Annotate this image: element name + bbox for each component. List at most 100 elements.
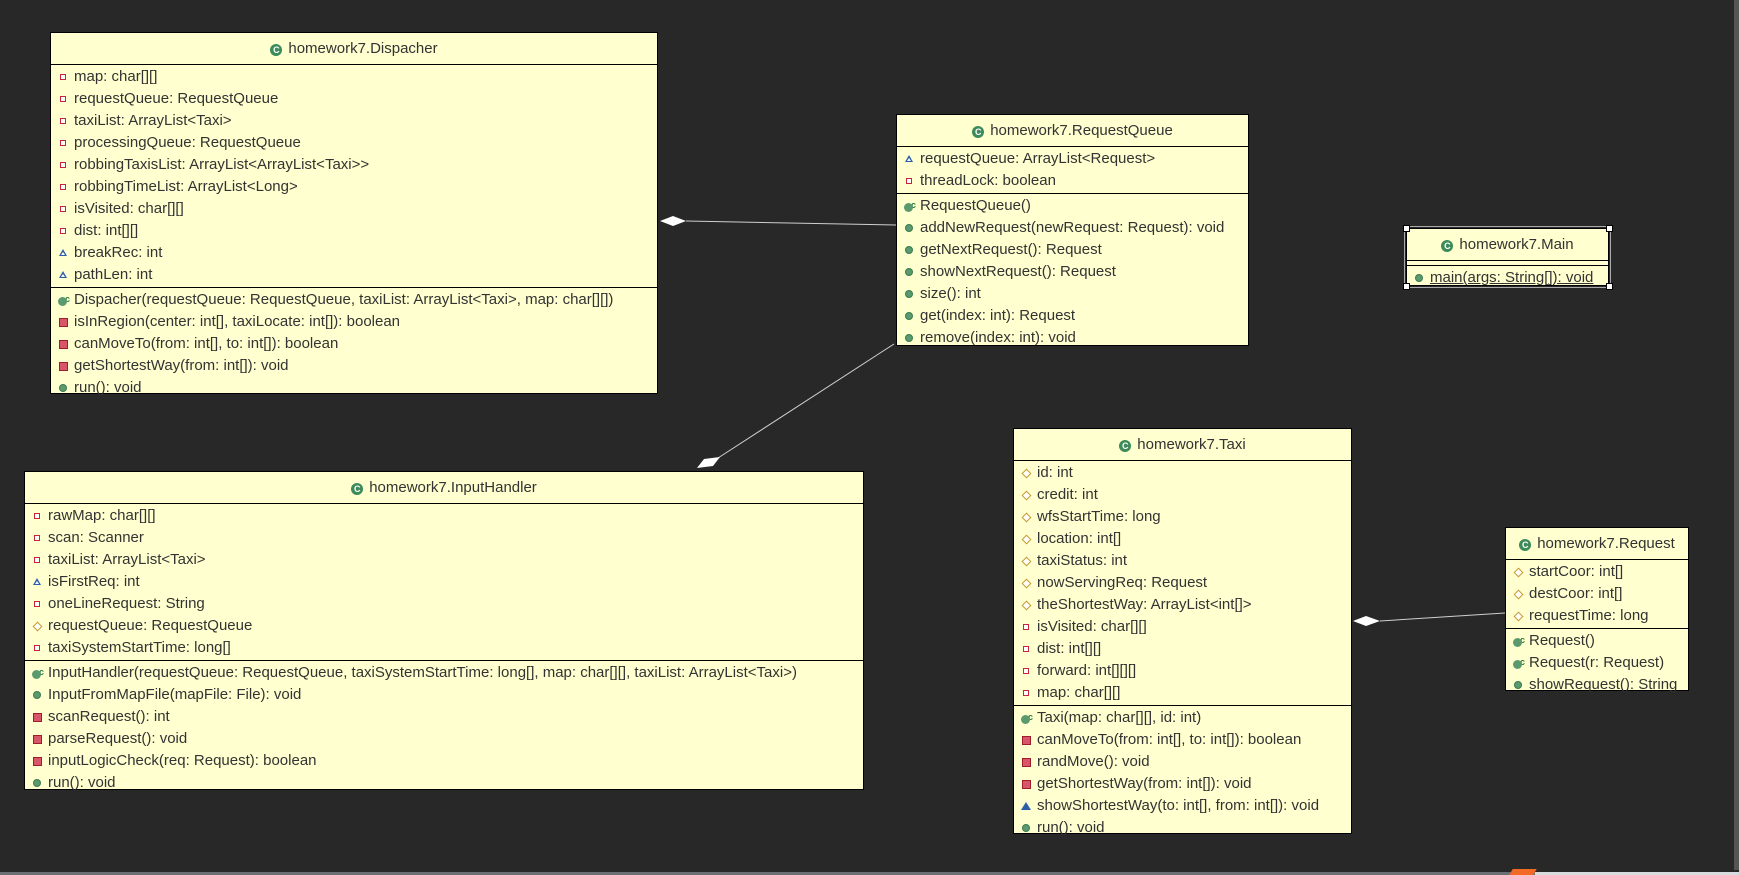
attribute-row[interactable]: isFirstReq: int — [25, 571, 863, 593]
attribute-row[interactable]: threadLock: boolean — [897, 170, 1248, 192]
method-row[interactable]: Request() — [1506, 629, 1688, 652]
attribute-row[interactable]: isVisited: char[][] — [1014, 616, 1351, 638]
horizontal-scrollbar[interactable] — [0, 872, 1739, 875]
attribute-row[interactable]: requestTime: long — [1506, 605, 1688, 627]
resize-handle[interactable] — [1606, 225, 1613, 232]
attribute-row[interactable]: forward: int[][][] — [1014, 660, 1351, 682]
method-row[interactable]: getNextRequest(): Request — [897, 239, 1248, 261]
attribute-row[interactable]: requestQueue: RequestQueue — [25, 615, 863, 637]
priv-field-icon — [57, 115, 69, 127]
methods-compartment: Dispacher(requestQueue: RequestQueue, ta… — [51, 287, 657, 400]
composition-diamond-icon — [697, 457, 720, 468]
methods-compartment: main(args: String[]): void — [1407, 265, 1608, 290]
attribute-row[interactable]: requestQueue: ArrayList<Request> — [897, 148, 1248, 170]
attribute-row[interactable]: map: char[][] — [1014, 682, 1351, 704]
attribute-row[interactable]: oneLineRequest: String — [25, 593, 863, 615]
attribute-row[interactable]: wfsStartTime: long — [1014, 506, 1351, 528]
priv-field-icon — [31, 598, 43, 610]
attribute-row[interactable]: startCoor: int[] — [1506, 561, 1688, 583]
attribute-row[interactable]: isVisited: char[][] — [51, 198, 657, 220]
attribute-row[interactable]: map: char[][] — [51, 66, 657, 88]
method-row[interactable]: scanRequest(): int — [25, 706, 863, 728]
attribute-row[interactable]: requestQueue: RequestQueue — [51, 88, 657, 110]
attribute-row[interactable]: pathLen: int — [51, 264, 657, 286]
method-row[interactable]: Request(r: Request) — [1506, 651, 1688, 674]
method-row[interactable]: parseRequest(): void — [25, 728, 863, 750]
attribute-row[interactable]: dist: int[][] — [51, 220, 657, 242]
method-row[interactable]: InputFromMapFile(mapFile: File): void — [25, 684, 863, 706]
attributes-compartment: rawMap: char[][] scan: Scanner taxiList: A… — [25, 504, 863, 660]
resize-handle[interactable] — [1606, 283, 1613, 290]
method-row[interactable]: canMoveTo(from: int[], to: int[]): boole… — [1014, 729, 1351, 751]
attribute-row[interactable]: taxiList: ArrayList<Taxi> — [25, 549, 863, 571]
method-row[interactable]: canMoveTo(from: int[], to: int[]): boole… — [51, 333, 657, 355]
prot-field-icon — [1020, 555, 1032, 567]
method-row[interactable]: Dispacher(requestQueue: RequestQueue, ta… — [51, 288, 657, 311]
attribute-label: requestQueue: RequestQueue — [48, 617, 253, 634]
method-row[interactable]: run(): void — [51, 377, 657, 399]
methods-compartment: InputHandler(requestQueue: RequestQueue,… — [25, 660, 863, 795]
attribute-row[interactable]: processingQueue: RequestQueue — [51, 132, 657, 154]
method-label: getShortestWay(from: int[]): void — [74, 357, 289, 374]
attribute-row[interactable]: taxiSystemStartTime: long[] — [25, 637, 863, 659]
attribute-row[interactable]: scan: Scanner — [25, 527, 863, 549]
method-label: randMove(): void — [1037, 753, 1150, 770]
method-row[interactable]: getShortestWay(from: int[]): void — [51, 355, 657, 377]
attribute-row[interactable]: destCoor: int[] — [1506, 583, 1688, 605]
method-row[interactable]: showNextRequest(): Request — [897, 261, 1248, 283]
method-row[interactable]: run(): void — [1014, 817, 1351, 839]
attribute-label: scan: Scanner — [48, 529, 144, 546]
attribute-row[interactable]: robbingTimeList: ArrayList<Long> — [51, 176, 657, 198]
prot-field-icon — [1512, 588, 1524, 600]
vertical-scrollbar[interactable] — [1734, 0, 1739, 870]
method-row[interactable]: remove(index: int): void — [897, 327, 1248, 349]
resize-handle[interactable] — [1403, 283, 1410, 290]
resize-handle[interactable] — [1403, 225, 1410, 232]
method-row[interactable]: size(): int — [897, 283, 1248, 305]
method-row[interactable]: RequestQueue() — [897, 194, 1248, 217]
attribute-row[interactable]: location: int[] — [1014, 528, 1351, 550]
priv-method-icon — [31, 755, 43, 767]
method-label: RequestQueue() — [920, 197, 1031, 214]
attribute-row[interactable]: theShortestWay: ArrayList<int[]> — [1014, 594, 1351, 616]
method-row[interactable]: showShortestWay(to: int[], from: int[]):… — [1014, 795, 1351, 817]
method-label: InputHandler(requestQueue: RequestQueue,… — [48, 664, 797, 681]
method-row[interactable]: inputLogicCheck(req: Request): boolean — [25, 750, 863, 772]
method-row[interactable]: Taxi(map: char[][], id: int) — [1014, 706, 1351, 729]
attribute-row[interactable]: taxiStatus: int — [1014, 550, 1351, 572]
attribute-row[interactable]: nowServingReq: Request — [1014, 572, 1351, 594]
method-row[interactable]: main(args: String[]): void — [1407, 267, 1608, 289]
method-row[interactable]: addNewRequest(newRequest: Request): void — [897, 217, 1248, 239]
attribute-row[interactable]: breakRec: int — [51, 242, 657, 264]
attribute-row[interactable]: dist: int[][] — [1014, 638, 1351, 660]
method-row[interactable]: randMove(): void — [1014, 751, 1351, 773]
attribute-row[interactable]: id: int — [1014, 462, 1351, 484]
prot-field-icon — [1020, 577, 1032, 589]
methods-compartment: RequestQueue() addNewRequest(newRequest: … — [897, 193, 1248, 350]
method-row[interactable]: get(index: int): Request — [897, 305, 1248, 327]
attribute-row[interactable]: taxiList: ArrayList<Taxi> — [51, 110, 657, 132]
method-row[interactable]: getShortestWay(from: int[]): void — [1014, 773, 1351, 795]
attribute-row[interactable]: credit: int — [1014, 484, 1351, 506]
method-row[interactable]: run(): void — [25, 772, 863, 794]
attribute-label: robbingTimeList: ArrayList<Long> — [74, 178, 298, 195]
attribute-row[interactable]: rawMap: char[][] — [25, 505, 863, 527]
composition-diamond-icon — [1353, 616, 1380, 626]
method-label: Dispacher(requestQueue: RequestQueue, ta… — [74, 291, 614, 308]
method-label: run(): void — [74, 379, 142, 396]
method-row[interactable]: showRequest(): String — [1506, 674, 1688, 696]
public-icon — [903, 288, 915, 300]
priv-field-icon — [57, 93, 69, 105]
attribute-row[interactable]: robbingTaxisList: ArrayList<ArrayList<Ta… — [51, 154, 657, 176]
method-row[interactable]: InputHandler(requestQueue: RequestQueue,… — [25, 661, 863, 684]
method-row[interactable]: isInRegion(center: int[], taxiLocate: in… — [51, 311, 657, 333]
prot-field-icon — [1020, 489, 1032, 501]
